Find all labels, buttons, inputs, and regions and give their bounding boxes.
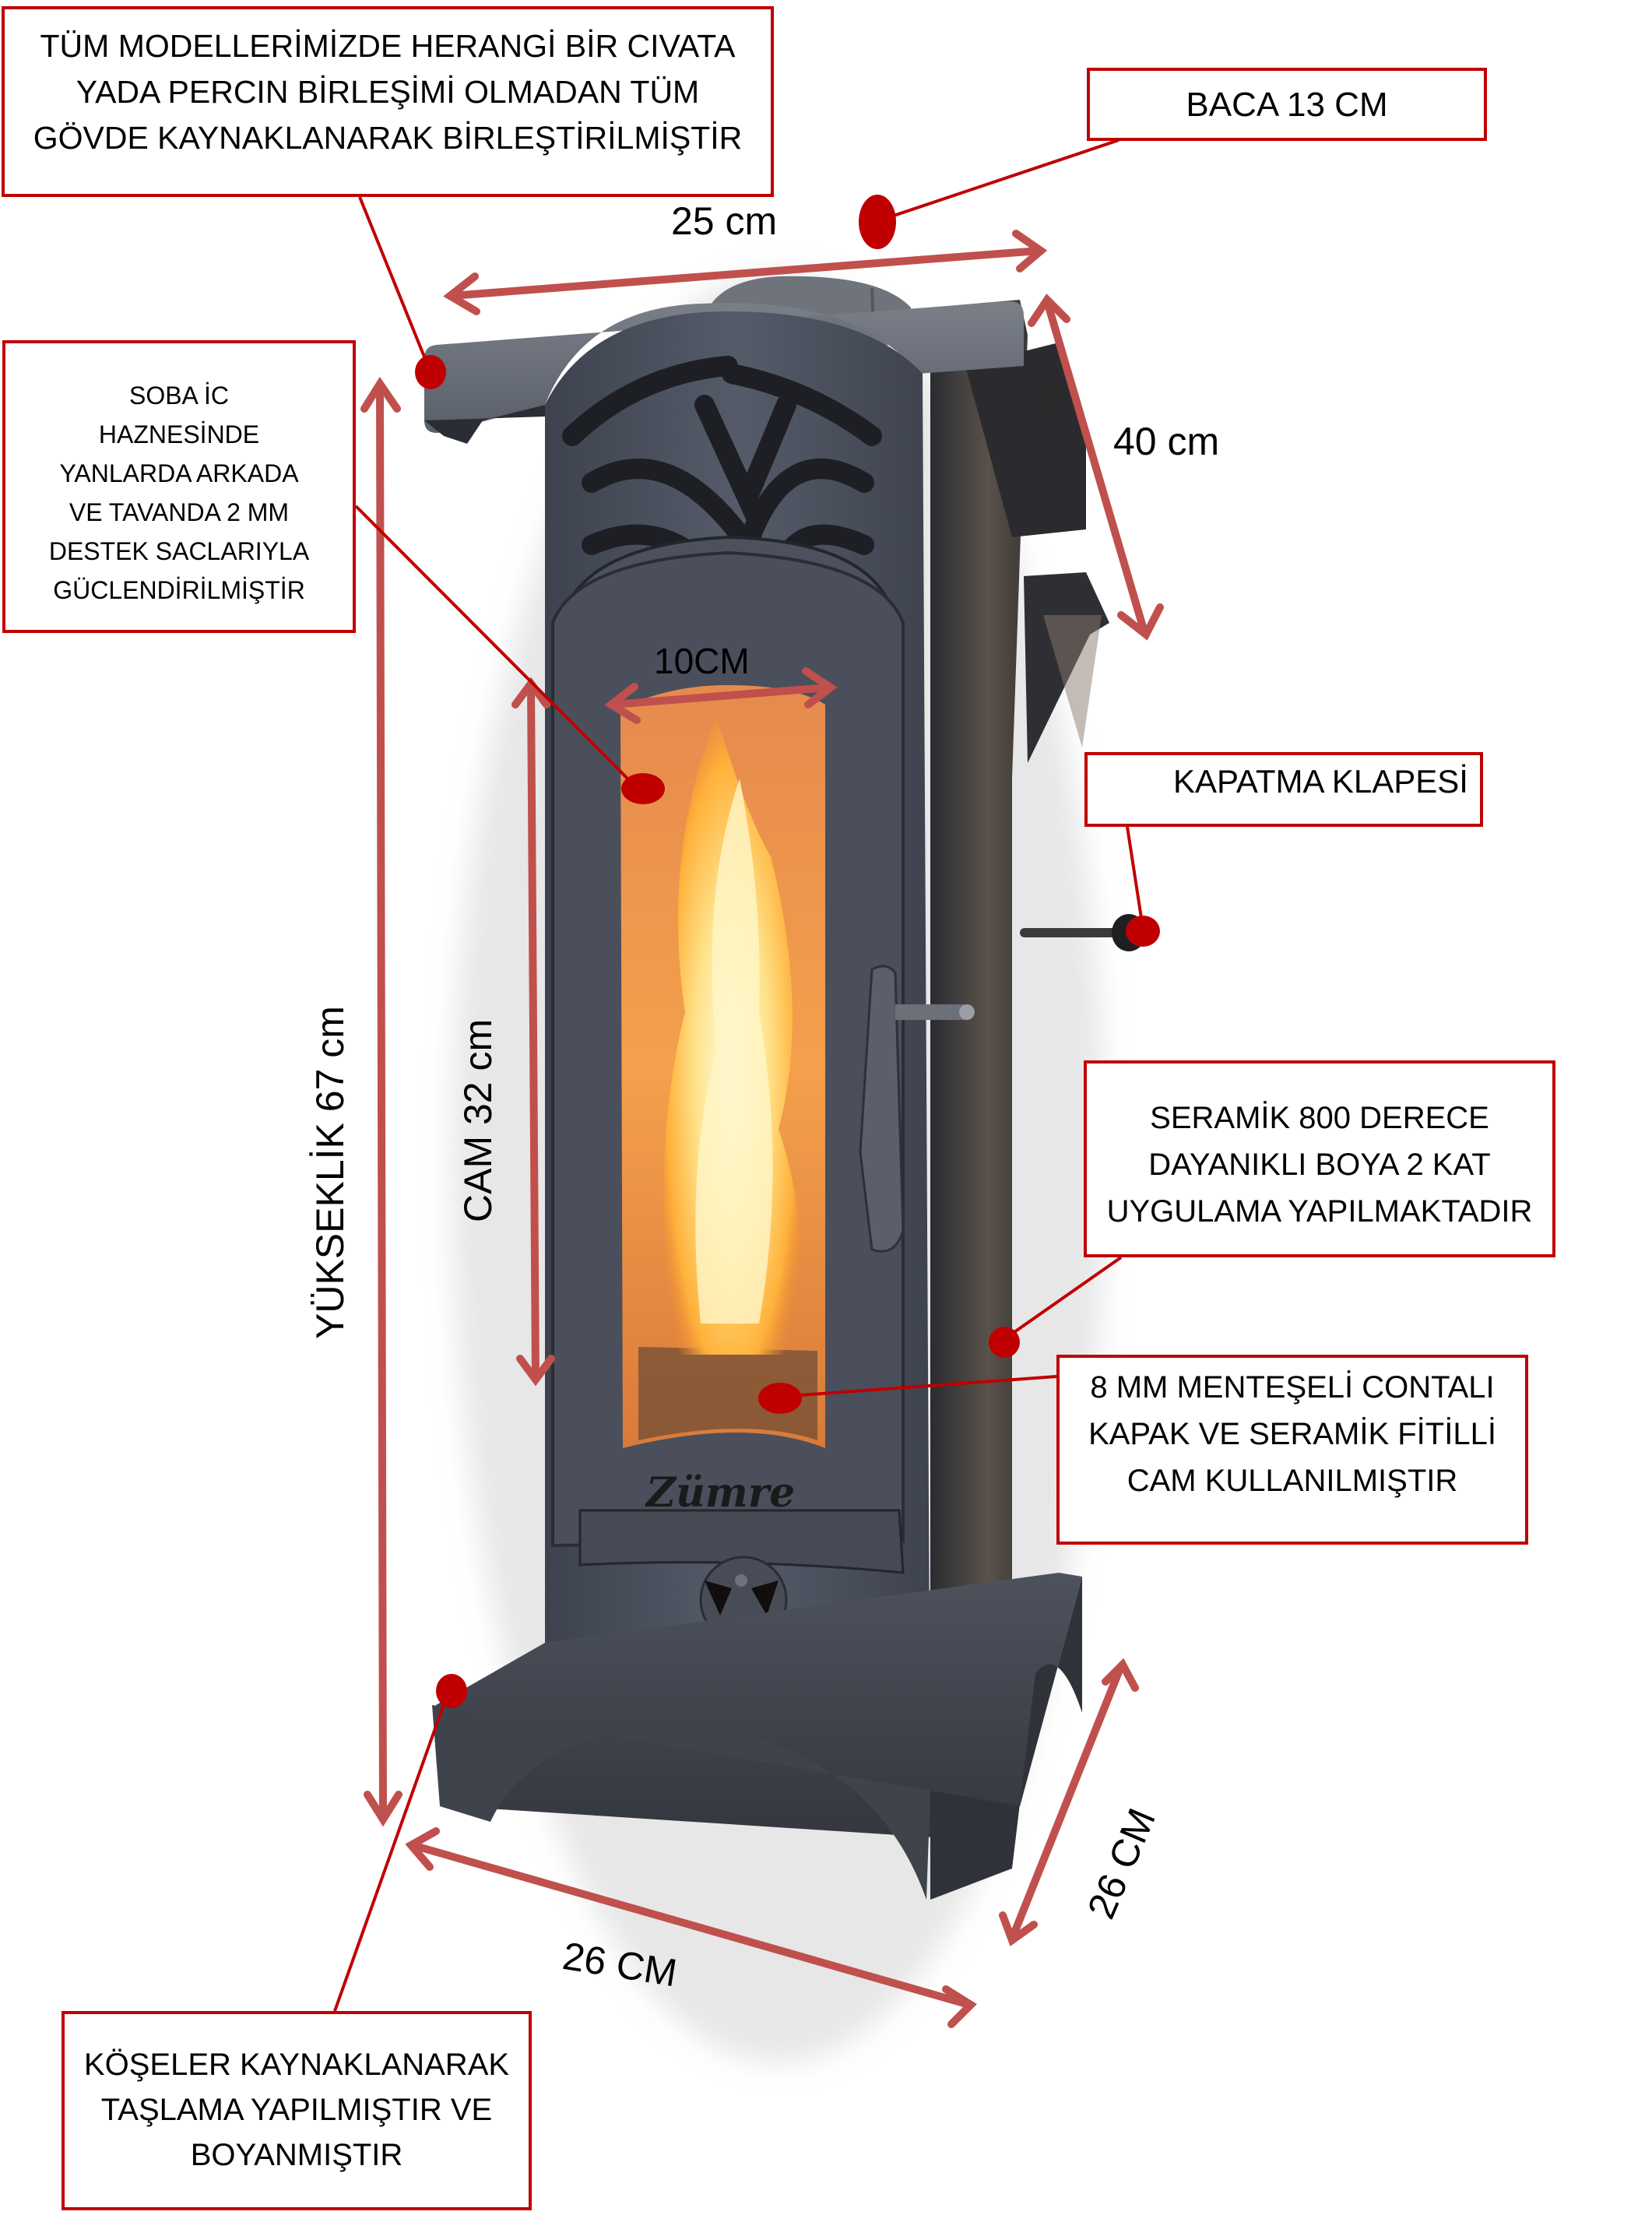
callout-text-line: KAPAK VE SERAMİK FİTİLLİ [1088, 1417, 1496, 1451]
callout-damper: KAPATMA KLAPESİ [1084, 752, 1483, 827]
callout-text-line: UYGULAMA YAPILMAKTADIR [1106, 1194, 1533, 1229]
callout-text-line: YADA PERCIN BİRLEŞİMİ OLMADAN TÜM [76, 74, 700, 110]
leader-corners [333, 1693, 449, 2012]
brand-logo: Zümre [645, 1469, 795, 1517]
flame [663, 716, 800, 1355]
marker-inner-chamber [621, 773, 665, 804]
callout-text-line: SOBA İC [128, 381, 230, 410]
leader-paint [1003, 1256, 1123, 1341]
marker-top-cap [415, 355, 446, 389]
callout-text-line: KAPATMA KLAPESİ [1173, 763, 1468, 800]
marker-damper-knob [1126, 916, 1160, 947]
leader-lines [333, 139, 1144, 2012]
leader-chimney [879, 139, 1119, 222]
arrow-base-width [405, 1827, 977, 2028]
callout-text-line: YANLARDA ARKADA [59, 459, 299, 487]
callout-text-line: TÜM MODELLERİMİZDE HERANGİ BİR CIVATA [40, 28, 736, 64]
dimension-label-top-width: 25 cm [671, 199, 778, 243]
leader-damper [1126, 826, 1144, 929]
arrow-total-height [360, 376, 402, 1827]
callout-ceramic-paint: SERAMİK 800 DERECE DAYANIKLI BOYA 2 KAT … [1084, 1060, 1555, 1257]
callout-inner-chamber: SOBA İC HAZNESİNDE YANLARDA ARKADA VE TA… [2, 340, 356, 633]
stove-base [432, 1573, 1082, 1900]
arrow-base-depth [999, 1658, 1139, 1946]
callout-text-line: GÖVDE KAYNAKLANARAK BİRLEŞTİRİLMİŞTİR [33, 120, 743, 156]
door-handle [859, 965, 975, 1253]
decorative-fan-grille [562, 356, 882, 586]
callout-welded-corners: KÖŞELER KAYNAKLANARAK TAŞLAMA YAPILMIŞTI… [62, 2011, 532, 2210]
leader-construction [358, 196, 432, 373]
leader-door-glass [778, 1375, 1057, 1398]
arrow-top-width [443, 230, 1048, 315]
marker-dots [415, 195, 1160, 1708]
callout-text-line: TAŞLAMA YAPILMIŞTIR VE [100, 2093, 493, 2127]
callout-text-line: BACA 13 CM [1186, 86, 1388, 124]
callout-text-line: CAM KULLANILMIŞTIR [1127, 1464, 1458, 1498]
arrow-top-depth [1028, 294, 1164, 641]
dimension-label-height: YÜKSEKLİK 67 cm [308, 1006, 352, 1339]
callout-text-line: DESTEK SACLARIYLA [48, 537, 310, 565]
marker-paint [989, 1327, 1020, 1358]
dimension-label-top-depth: 40 cm [1113, 420, 1220, 463]
callout-text-line: DAYANIKLI BOYA 2 KAT [1148, 1148, 1491, 1182]
callout-text-line: HAZNESİNDE [98, 420, 260, 448]
marker-door-glass [758, 1383, 802, 1414]
stove-side-panel [930, 300, 1028, 1791]
top-cap [424, 301, 1074, 444]
arrow-glass-width [604, 667, 838, 724]
dimension-label-glass-height: CAM 32 cm [456, 1018, 500, 1222]
marker-chimney [859, 195, 896, 249]
dimension-arrows [360, 230, 1164, 2028]
dimension-label-glass-width: 10CM [654, 641, 750, 681]
callout-chimney: BACA 13 CM [1087, 68, 1487, 141]
leader-inner-chamber [354, 505, 645, 796]
callout-text-line: VE TAVANDA 2 MM [69, 498, 290, 526]
marker-base-corner [436, 1674, 467, 1708]
callout-text-line: BOYANMIŞTIR [190, 2138, 403, 2172]
callout-text-line: 8 MM MENTEŞELİ CONTALI [1090, 1370, 1495, 1405]
callout-door-glass: 8 MM MENTEŞELİ CONTALI KAPAK VE SERAMİK … [1056, 1355, 1528, 1545]
callout-welded-construction: TÜM MODELLERİMİZDE HERANGİ BİR CIVATA YA… [2, 6, 774, 197]
callout-text-line: GÜCLENDİRİLMİŞTİR [53, 576, 305, 604]
glass-window [620, 685, 825, 1448]
callout-text-line: SERAMİK 800 DERECE [1150, 1101, 1489, 1135]
callout-text-line: KÖŞELER KAYNAKLANARAK [83, 2048, 510, 2082]
